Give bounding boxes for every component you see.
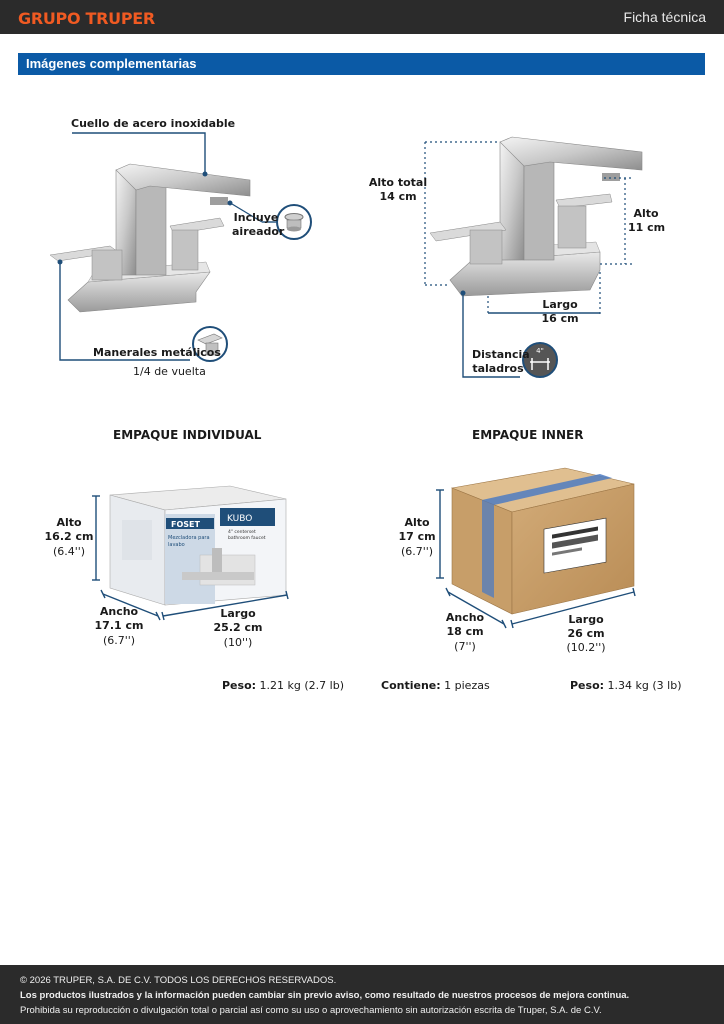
box-text-4: bathroom faucet — [228, 535, 266, 541]
individual-largo-label: Largo — [220, 607, 256, 620]
quarter-turn-callout: 1/4 de vuelta — [133, 365, 206, 378]
individual-weight: Peso: 1.21 kg (2.7 lb) — [222, 679, 344, 692]
drill-distance-label-2: taladros — [472, 362, 524, 375]
aerator-icon — [276, 204, 312, 240]
aerator-callout-line1: Incluye — [233, 211, 279, 224]
box-line-text: KUBO — [227, 514, 252, 524]
faucet-left-image — [49, 163, 251, 313]
document-type: Ficha técnica — [623, 9, 706, 25]
inner-contents: Contiene: 1 piezas — [381, 679, 490, 692]
box-text-1: Mezcladora para — [168, 535, 210, 541]
individual-largo-in: (10'') — [223, 636, 253, 649]
brand-logo: GRUPO TRUPER — [18, 9, 155, 28]
footer-prohibition: Prohibida su reproducción o divulgación … — [20, 1005, 602, 1016]
individual-alto-in: (6.4'') — [52, 545, 86, 558]
length-label: Largo — [542, 298, 578, 311]
length-value: 16 cm — [541, 312, 579, 325]
drill-badge-text: 4" — [536, 347, 544, 355]
section-header: Imágenes complementarias — [18, 53, 705, 75]
inner-ancho-in: (7'') — [454, 640, 476, 653]
inner-box-dimension-lines — [436, 489, 636, 629]
inner-largo-label: Largo — [568, 613, 604, 626]
individual-largo-cm: 25.2 cm — [213, 621, 263, 634]
inner-ancho-cm: 18 cm — [446, 625, 484, 638]
faucet-left-callouts — [59, 132, 276, 361]
faucet-right-image — [429, 136, 643, 297]
neck-callout: Cuello de acero inoxidable — [71, 117, 236, 130]
inner-weight: Peso: 1.34 kg (3 lb) — [570, 679, 682, 692]
top-bar: GRUPO TRUPER Ficha técnica — [0, 0, 724, 34]
individual-package-title: EMPAQUE INDIVIDUAL — [113, 428, 262, 442]
inner-package-title: EMPAQUE INNER — [472, 428, 584, 442]
box-brand-text: FOSET — [171, 520, 200, 529]
drill-distance-callout — [462, 293, 600, 378]
footer: © 2026 TRUPER, S.A. DE C.V. TODOS LOS DE… — [0, 965, 724, 1024]
inner-alto-cm: 17 cm — [398, 530, 436, 543]
inner-box-image — [450, 467, 635, 615]
inner-largo-in: (10.2'') — [566, 641, 606, 654]
metal-handle-icon — [192, 326, 228, 362]
individual-alto-label: Alto — [56, 516, 82, 529]
handles-callout: Manerales metálicos — [93, 346, 221, 359]
individual-ancho-cm: 17.1 cm — [94, 619, 144, 632]
section-title: Imágenes complementarias — [26, 56, 197, 71]
individual-alto-cm: 16.2 cm — [44, 530, 94, 543]
box-text-2: lavabo — [168, 542, 185, 548]
individual-box-dimension-lines — [92, 495, 289, 621]
aerator-callout-line2: aireador — [232, 225, 285, 238]
height-label: Alto — [633, 207, 659, 220]
product-illustrations: 4" FOSET KUBO Mezcladora para lavabo 4" … — [49, 132, 643, 629]
individual-ancho-in: (6.7'') — [102, 634, 136, 647]
height-value: 11 cm — [628, 221, 666, 234]
inner-largo-cm: 26 cm — [567, 627, 605, 640]
inner-alto-in: (6.7'') — [400, 545, 434, 558]
footer-copyright: © 2026 TRUPER, S.A. DE C.V. TODOS LOS DE… — [20, 975, 337, 986]
box-text-3: 4" centerset — [228, 529, 256, 535]
individual-ancho-label: Ancho — [99, 605, 139, 618]
footer-notice: Los productos ilustrados y la informació… — [20, 990, 630, 1001]
drill-distance-icon: 4" — [522, 342, 558, 378]
total-height-label: Alto total — [368, 176, 428, 189]
individual-box-image: FOSET KUBO Mezcladora para lavabo 4" cen… — [109, 485, 287, 606]
total-height-value: 14 cm — [379, 190, 417, 203]
inner-ancho-label: Ancho — [445, 611, 485, 624]
inner-alto-label: Alto — [404, 516, 430, 529]
drill-distance-label: Distancia — [472, 348, 530, 361]
